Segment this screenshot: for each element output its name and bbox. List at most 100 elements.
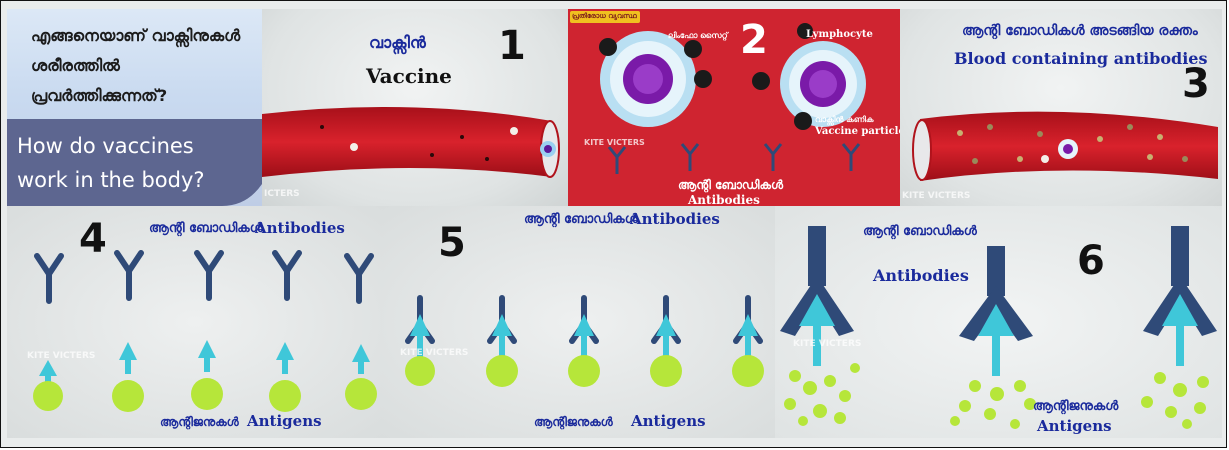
- antigen-icon: [269, 380, 301, 412]
- antigen-icon: [568, 355, 600, 387]
- vaccine-particle: [350, 143, 358, 151]
- antibodies-label-ml: ആന്റി ബോഡികൾ: [863, 224, 977, 239]
- lymphocyte-nucleus: [1063, 144, 1073, 154]
- antigen-fragment: [1014, 380, 1026, 392]
- antibodies-label-ml: ആന്റി ബോഡികൾ: [678, 178, 783, 193]
- antigen-arrow: [119, 342, 137, 360]
- antibody-icon: [765, 144, 781, 171]
- antibody-particle: [1097, 136, 1103, 142]
- vaccine-particle: [510, 127, 518, 135]
- antigen-fragment: [834, 412, 846, 424]
- antibody-particle: [1017, 156, 1023, 162]
- english-question: How do vaccines work in the body?: [17, 129, 247, 197]
- antigen-stem: [581, 334, 587, 358]
- antigen-icon: [405, 356, 435, 386]
- panel-5: 5 ആന്റി ബോഡികൾ Antibodies KITE VICTERS ആ…: [382, 206, 775, 438]
- vaccine-particle: [430, 153, 434, 157]
- antibody-icon: [347, 256, 371, 301]
- antigen-fragment: [1154, 372, 1166, 384]
- antigen-stem: [282, 358, 288, 374]
- vaccine-particle: [320, 125, 324, 129]
- antigen-arrow: [738, 314, 758, 336]
- antigens-label-en: Antigens: [247, 412, 322, 430]
- antibody-icon: [609, 147, 625, 174]
- antigen-fragment: [850, 363, 860, 373]
- antibody-particle: [1037, 131, 1043, 137]
- watermark: KITE VICTERS: [27, 351, 95, 361]
- antigen-arrow: [198, 340, 216, 358]
- antigen-fragment: [798, 416, 808, 426]
- watermark: KITE VICTERS: [793, 339, 861, 349]
- antibody-antigen-graphic: [7, 206, 382, 438]
- antibody-icon: [682, 144, 698, 171]
- antibodies-label-en: Antibodies: [630, 210, 720, 228]
- antigen-fragment: [959, 400, 971, 412]
- antibodies-label-en: Antibodies: [873, 266, 969, 285]
- antigen-arrow: [276, 342, 294, 360]
- panel-number: 3: [1182, 61, 1210, 107]
- panel-number: 2: [740, 17, 768, 63]
- antigen-fragment: [803, 381, 817, 395]
- antigen-arrow: [656, 314, 676, 336]
- antibody-particle: [957, 130, 963, 136]
- lymphocyte-nucleus-highlight: [633, 64, 663, 94]
- vaccine-label-en: Vaccine: [366, 64, 452, 88]
- vaccine-particle-label-en: Vaccine particle: [815, 126, 900, 137]
- antigen-stem: [663, 334, 669, 358]
- antigen-icon: [191, 378, 223, 410]
- antigen-fragment: [1194, 402, 1206, 414]
- lymphocyte-nucleus-highlight: [809, 70, 837, 98]
- antibody-particle: [972, 158, 978, 164]
- antigen-arrow: [410, 314, 430, 336]
- antigen-stem: [499, 334, 505, 358]
- lymphocyte-label-en: Lymphocyte: [806, 29, 873, 40]
- antigen-stem: [358, 360, 364, 374]
- antibodies-label-en: Antibodies: [255, 219, 345, 237]
- antigen-fragment: [1173, 383, 1187, 397]
- vaccine-particle: [794, 112, 812, 130]
- antigen-fragment: [950, 416, 960, 426]
- antigen-stem: [204, 356, 210, 372]
- antigen-icon: [732, 355, 764, 387]
- antigen-fragment: [789, 370, 801, 382]
- watermark: KITE VICTERS: [584, 138, 645, 147]
- vaccine-particle: [485, 157, 489, 161]
- vaccine-particle: [684, 40, 702, 58]
- antigen-arrow: [492, 314, 512, 336]
- antigens-label-ml: ആന്റിജനുകൾ: [534, 415, 613, 430]
- watermark: KITE VICTERS: [400, 348, 468, 358]
- panel-number: 5: [438, 220, 466, 266]
- vaccine-particle: [694, 70, 712, 88]
- antibody-particle: [987, 124, 993, 130]
- antigen-fragment: [1010, 419, 1020, 429]
- malayalam-question: എങ്ങനെയാണ് വാക്സിനുകൾ ശരീരത്തിൽ പ്രവർത്ത…: [31, 21, 256, 111]
- panel-6: ആന്റി ബോഡികൾ Antibodies 6 KITE VICTERS ആ…: [775, 206, 1222, 438]
- panel-number: 4: [79, 216, 107, 262]
- antibody-icon: [117, 253, 141, 298]
- antigen-fragment: [1197, 376, 1209, 388]
- antigen-icon: [650, 355, 682, 387]
- vaccine-particle: [460, 135, 464, 139]
- watermark: ICTERS: [264, 189, 300, 199]
- blood-label-ml: ആന്റി ബോഡികൾ അടങ്ങിയ രക്തം: [962, 23, 1198, 39]
- blood-label-en: Blood containing antibodies: [954, 49, 1207, 68]
- antibodies-label-ml: ആന്റി ബോഡികൾ: [524, 212, 638, 227]
- antigen-fragment: [1165, 406, 1177, 418]
- vaccine-particle: [1041, 155, 1049, 163]
- antigen-icon: [486, 355, 518, 387]
- antigen-icon: [33, 381, 63, 411]
- antibody-particle: [1182, 156, 1188, 162]
- antigen-fragment: [1182, 419, 1192, 429]
- antigen-icon: [112, 380, 144, 412]
- antibody-icon: [37, 256, 61, 301]
- vessel-opening: [913, 120, 931, 180]
- antigen-fragment: [839, 390, 851, 402]
- antigen-icon: [345, 378, 377, 410]
- lymphocyte-nucleus: [544, 145, 552, 153]
- antibody-icon: [197, 253, 221, 298]
- antigen-arrow: [39, 360, 57, 376]
- antibody-particle: [1157, 134, 1163, 140]
- antigen-fragment: [1141, 396, 1153, 408]
- vaccine-particle-label-ml: വാക്സിൻ കണിക: [815, 115, 873, 125]
